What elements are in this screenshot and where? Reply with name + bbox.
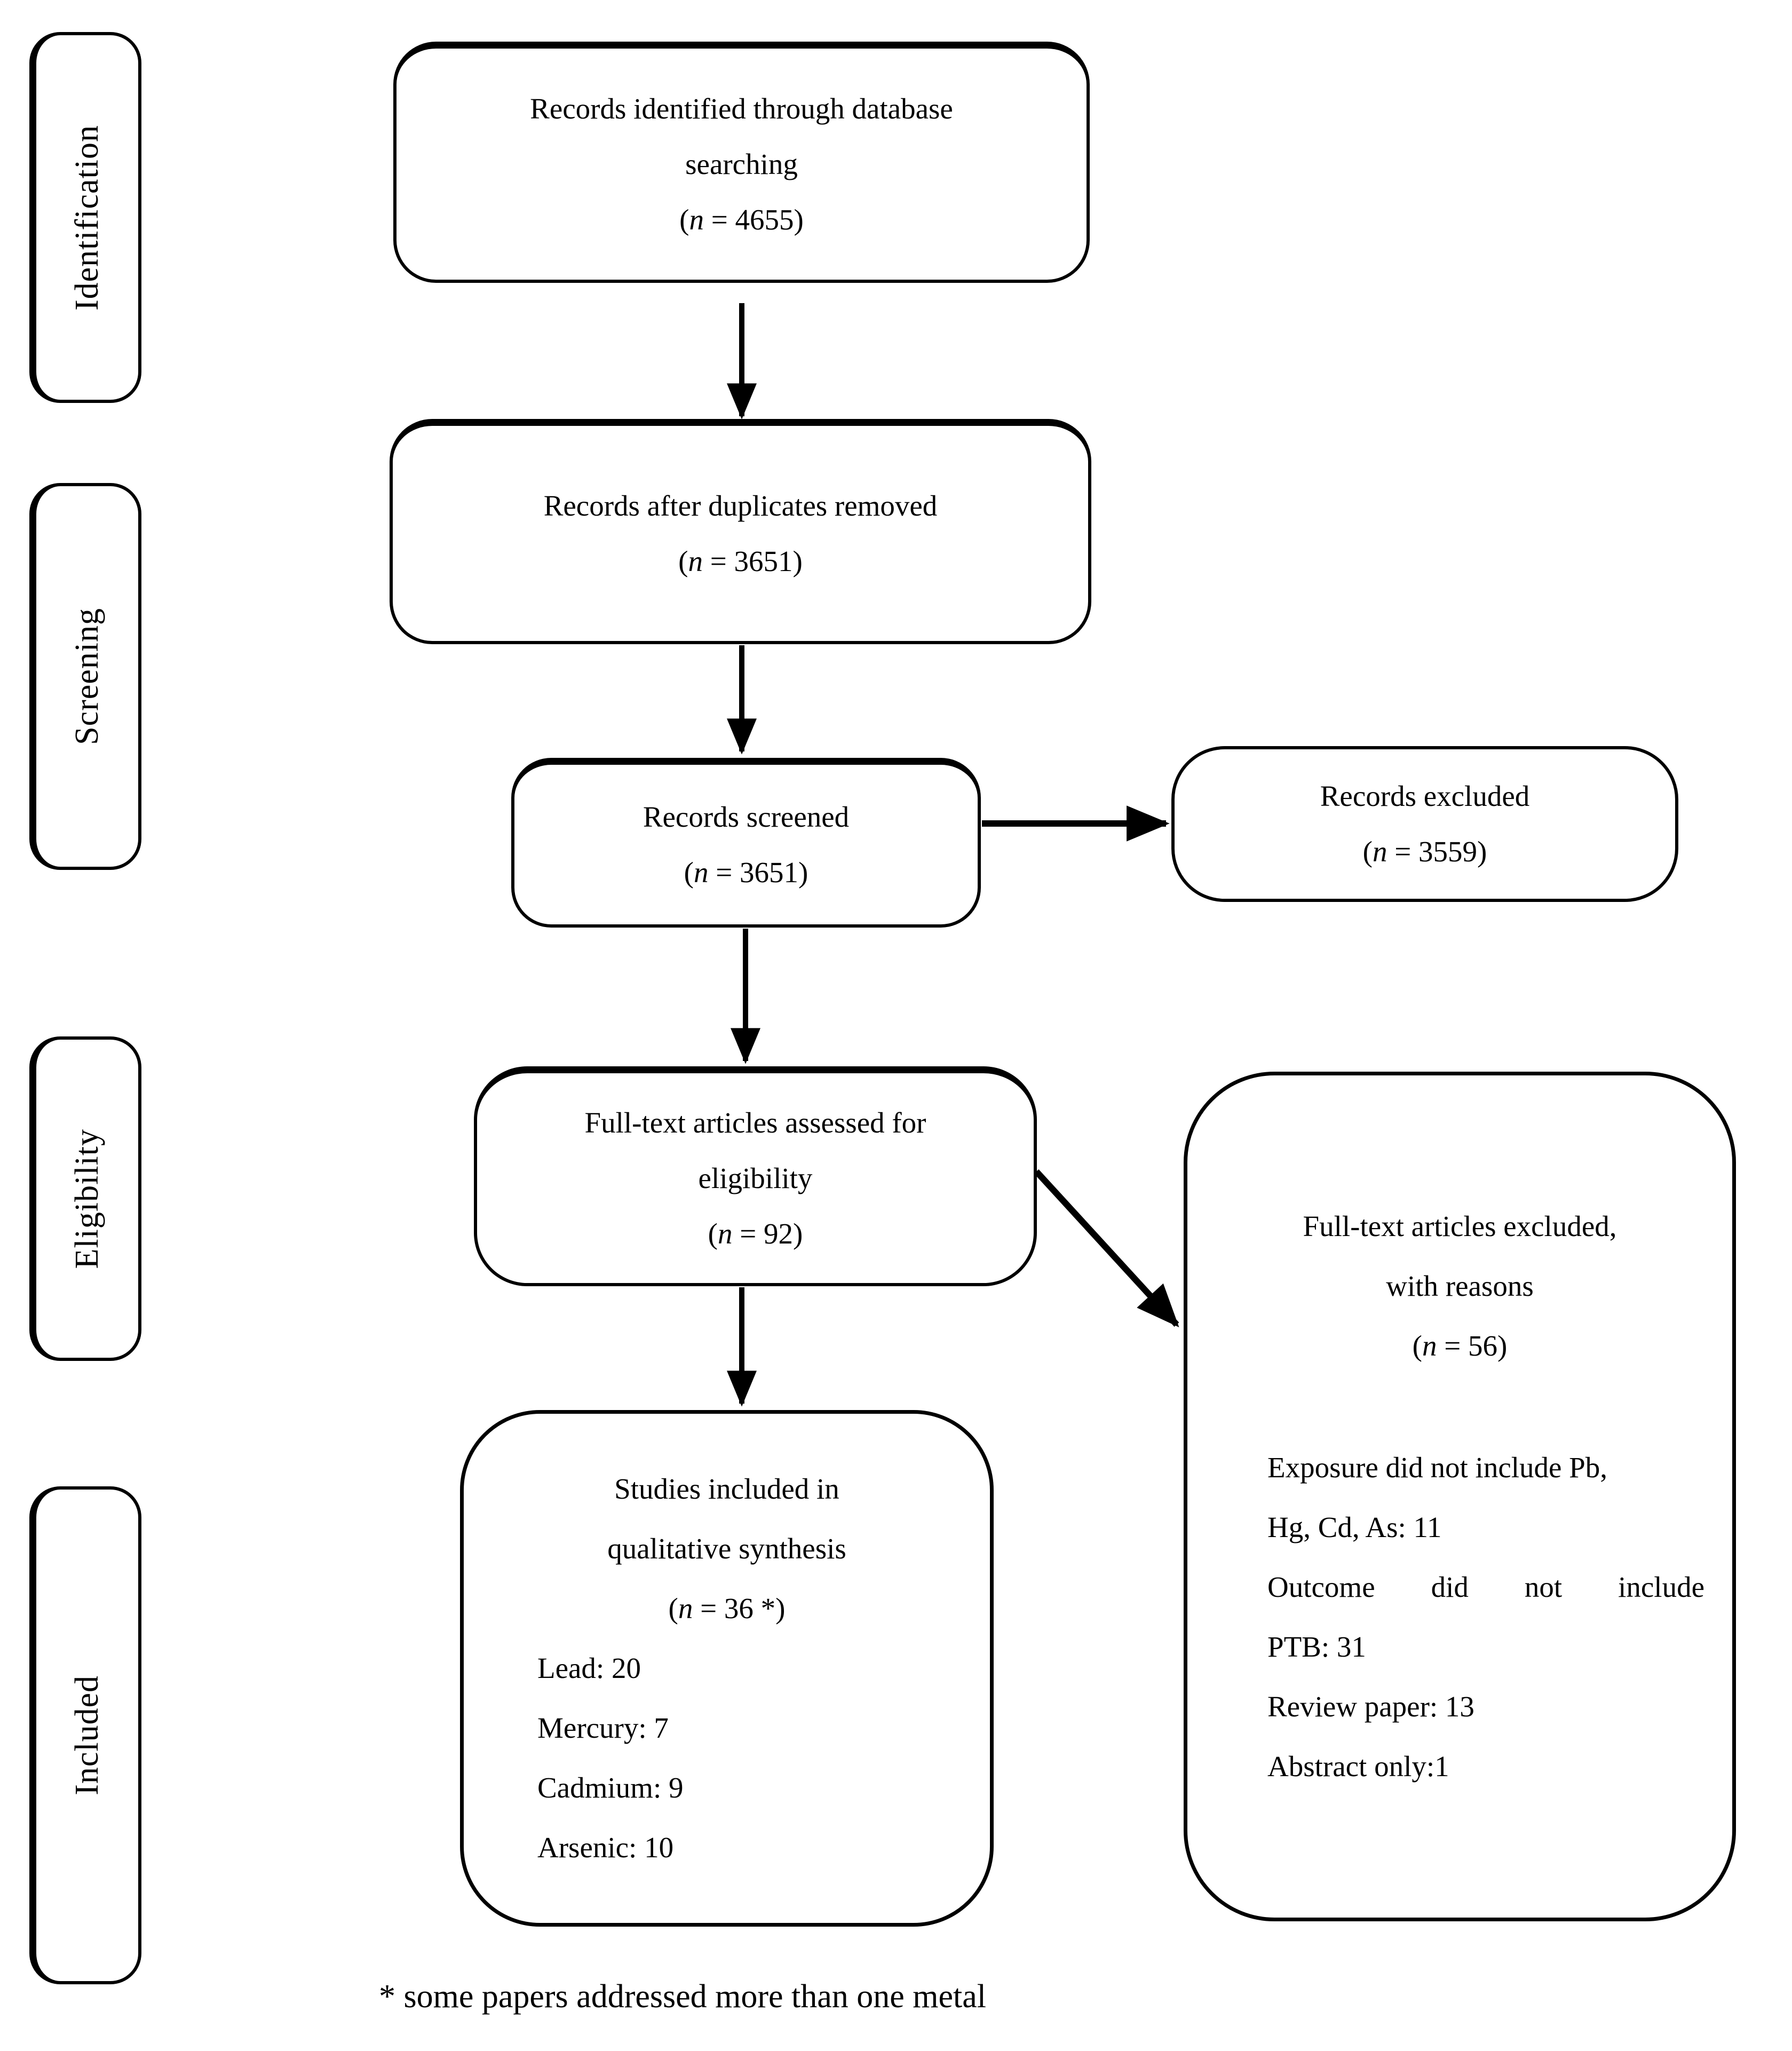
sidebar-stage-eligibility: Eligibility [29, 1036, 141, 1361]
exclusion-reason: Outcome did not include [1267, 1571, 1704, 1603]
box-text-line: Records excluded [1320, 780, 1530, 812]
box-text-line: Full-text articles excluded, [1303, 1210, 1617, 1242]
arrow-fulltext-to-ft-excluded [1034, 1169, 1179, 1327]
sidebar-stage-screening: Screening [29, 483, 141, 870]
box-count: (n = 3651) [684, 856, 808, 889]
box-count: (n = 3559) [1362, 835, 1487, 868]
metal-counts-list: Lead: 20 Mercury: 7 Cadmium: 9 Arsenic: … [464, 1638, 990, 1878]
sidebar-stage-label: Screening [69, 608, 105, 745]
sidebar-stage-label: Identification [69, 124, 105, 311]
box-count: (n = 56) [1412, 1329, 1508, 1362]
box-count: (n = 4655) [679, 203, 804, 236]
box-count: (n = 36 *) [668, 1592, 786, 1625]
metal-count: Arsenic: 10 [537, 1831, 674, 1864]
footnote: * some papers addressed more than one me… [379, 1978, 987, 2015]
metal-count: Lead: 20 [537, 1652, 641, 1684]
box-fulltext-excluded: Full-text articles excluded, with reason… [1184, 1072, 1736, 1921]
exclusion-reason: Abstract only:1 [1267, 1750, 1449, 1783]
metal-count: Cadmium: 9 [537, 1771, 684, 1804]
box-count: (n = 3651) [678, 544, 803, 577]
exclusion-reason: Hg, Cd, As: 11 [1267, 1511, 1442, 1543]
exclusion-reason: Review paper: 13 [1267, 1690, 1474, 1723]
sidebar-stage-label: Included [69, 1675, 105, 1795]
box-records-excluded: Records excluded (n = 3559) [1171, 746, 1678, 902]
box-records-screened: Records screened (n = 3651) [511, 758, 981, 928]
box-text-line: Records after duplicates removed [543, 489, 938, 522]
box-text-line: Records screened [643, 800, 850, 833]
sidebar-stage-included: Included [29, 1486, 141, 1984]
exclusion-reason: Exposure did not include Pb, [1267, 1451, 1608, 1484]
box-count: (n = 92) [708, 1217, 803, 1250]
metal-count: Mercury: 7 [537, 1712, 669, 1744]
exclusion-reason: PTB: 31 [1267, 1630, 1366, 1663]
box-text-line: with reasons [1386, 1270, 1534, 1302]
sidebar-stage-label: Eligibility [69, 1128, 105, 1269]
box-records-identified: Records identified through database sear… [393, 42, 1090, 283]
box-text-line: Full-text articles assessed for [584, 1106, 926, 1139]
sidebar-stage-identification: Identification [29, 32, 141, 403]
box-fulltext-assessed: Full-text articles assessed for eligibil… [474, 1066, 1037, 1286]
box-text-line: Studies included in [614, 1472, 839, 1505]
box-text-line: qualitative synthesis [607, 1532, 846, 1565]
box-duplicates-removed: Records after duplicates removed (n = 36… [390, 419, 1091, 644]
box-text-line: searching [685, 147, 798, 180]
box-studies-included: Studies included in qualitative synthesi… [460, 1410, 994, 1927]
box-text-line: eligibility [698, 1161, 813, 1194]
exclusion-reasons-list: Exposure did not include Pb, Hg, Cd, As:… [1187, 1438, 1732, 1796]
box-text-line: Records identified through database [530, 92, 953, 125]
